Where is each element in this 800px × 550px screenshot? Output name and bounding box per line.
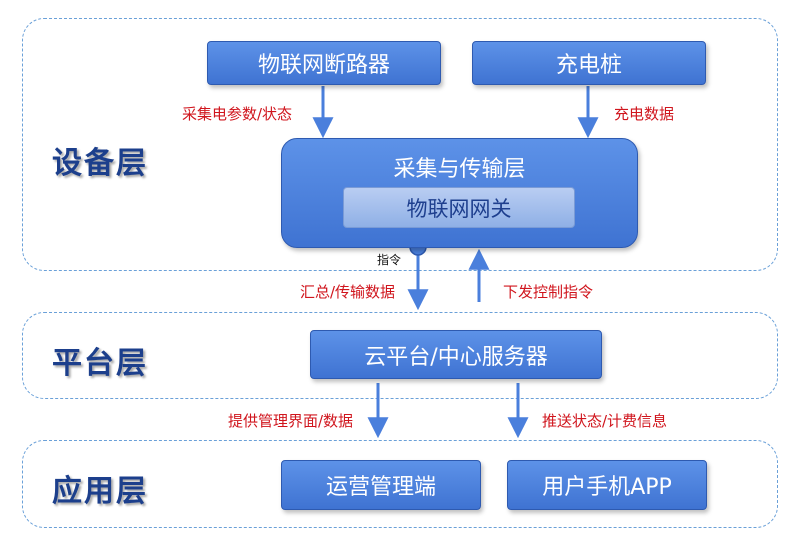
node-iot-breaker-label: 物联网断路器 [257,53,390,78]
edge-label-cloud-mobile: 推送状态/计费信息 [542,412,668,430]
node-mobile-app-label: 用户手机APP [542,475,672,500]
edge-label-collect-cloud: 汇总/传输数据 [300,283,396,301]
device-layer-frame [22,18,778,271]
platform-layer-label: 平台层 [52,346,148,381]
edge-label-charger-collect: 充电数据 [614,105,675,123]
node-iot-breaker: 物联网断路器 [207,41,441,85]
app-layer-label: 应用层 [52,474,148,509]
device-layer-label: 设备层 [52,146,148,181]
command-note: 指令 [377,253,402,267]
platform-layer-frame [22,312,778,399]
node-mobile-app: 用户手机APP [507,460,707,510]
node-iot-gateway: 物联网网关 [343,187,575,228]
edge-label-cloud-collect: 下发控制指令 [503,283,594,301]
app-layer-frame [22,440,778,528]
node-charging-pile-label: 充电桩 [555,53,622,78]
node-cloud-server-label: 云平台/中心服务器 [364,344,548,370]
node-charging-pile: 充电桩 [472,41,706,85]
node-cloud-server: 云平台/中心服务器 [310,330,602,379]
node-ops-console-label: 运营管理端 [325,475,436,500]
node-iot-gateway-label: 物联网网关 [406,196,512,221]
edge-label-breaker-collect: 采集电参数/状态 [182,105,293,123]
node-ops-console: 运营管理端 [281,460,481,510]
node-collect-transmit-label: 采集与传输层 [393,157,526,182]
edge-label-cloud-ops: 提供管理界面/数据 [228,412,354,430]
